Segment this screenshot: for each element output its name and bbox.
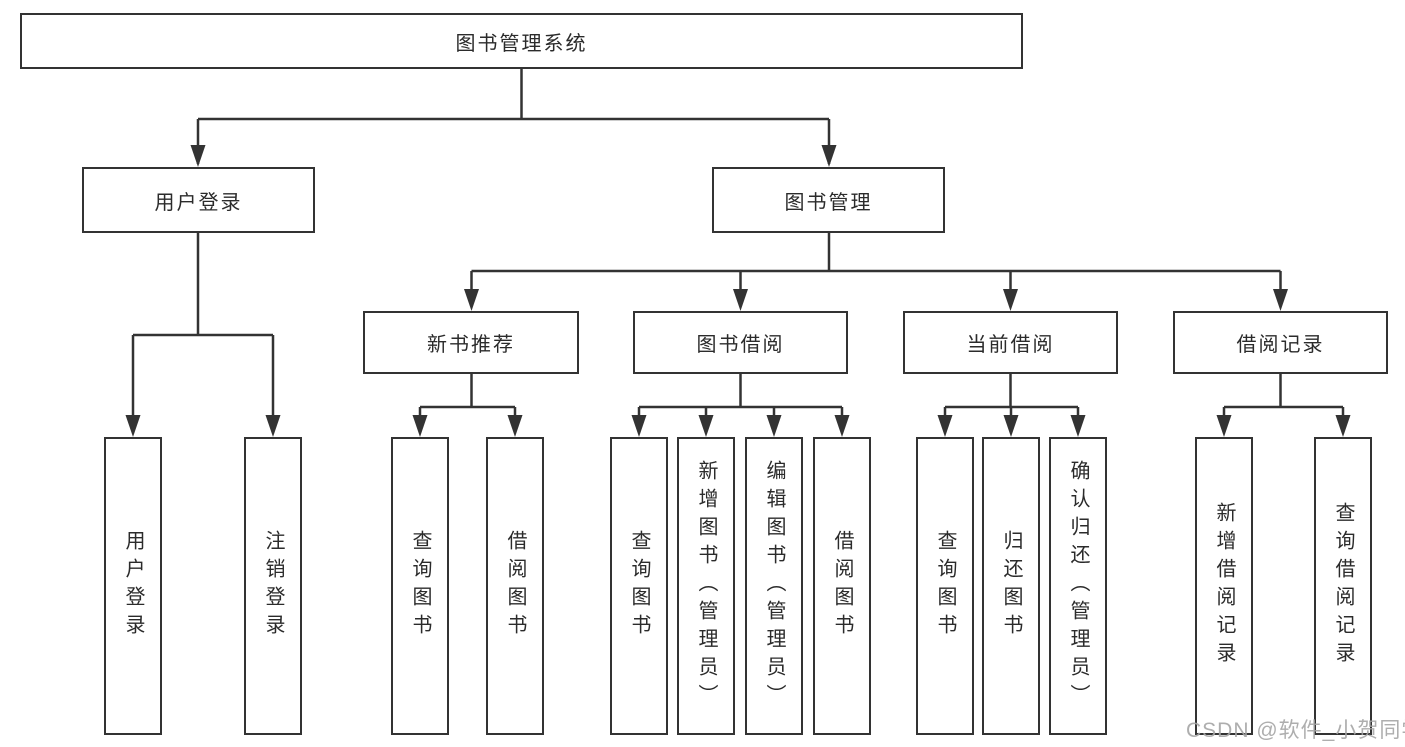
leaf-borrowing-borrow-books-label: 借阅图书 xyxy=(831,530,853,642)
leaf-recommend-query-books-label: 查询图书 xyxy=(409,530,431,642)
leaf-current-confirm-return-admin-label: 确认归还（管理员） xyxy=(1067,460,1089,712)
node-borrowing-records-label: 借阅记录 xyxy=(1236,334,1325,356)
node-book-management-label: 图书管理 xyxy=(784,191,873,214)
node-borrowing-records: 借阅记录 xyxy=(1173,311,1388,374)
leaf-borrowing-add-books-admin: 新增图书（管理员） xyxy=(677,437,735,735)
node-new-book-recommend-label: 新书推荐 xyxy=(427,334,515,356)
leaf-logout-login-label: 注销登录 xyxy=(262,530,284,642)
leaf-recommend-borrow-books: 借阅图书 xyxy=(486,437,544,735)
leaf-borrowing-edit-books-admin-label: 编辑图书（管理员） xyxy=(763,460,785,712)
node-book-borrowing-label: 图书借阅 xyxy=(696,334,785,356)
node-library-system: 图书管理系统 xyxy=(20,13,1023,69)
leaf-current-confirm-return-admin: 确认归还（管理员） xyxy=(1049,437,1107,735)
leaf-current-query-books-label: 查询图书 xyxy=(934,530,956,642)
leaf-recommend-borrow-books-label: 借阅图书 xyxy=(504,530,526,642)
leaf-borrowing-query-books-label: 查询图书 xyxy=(628,530,650,642)
leaf-current-return-books-label: 归还图书 xyxy=(1000,530,1022,642)
node-user-login-label: 用户登录 xyxy=(154,191,243,214)
leaf-user-login-label: 用户登录 xyxy=(122,530,144,642)
node-book-borrowing: 图书借阅 xyxy=(633,311,848,374)
leaf-records-query-borrow-record-label: 查询借阅记录 xyxy=(1332,502,1354,670)
leaf-current-query-books: 查询图书 xyxy=(916,437,974,735)
leaf-current-return-books: 归还图书 xyxy=(982,437,1040,735)
leaf-borrowing-add-books-admin-label: 新增图书（管理员） xyxy=(695,460,717,712)
leaf-logout-login: 注销登录 xyxy=(244,437,302,735)
leaf-borrowing-query-books: 查询图书 xyxy=(610,437,668,735)
node-book-management: 图书管理 xyxy=(712,167,945,233)
leaf-borrowing-edit-books-admin: 编辑图书（管理员） xyxy=(745,437,803,735)
node-library-system-label: 图书管理系统 xyxy=(455,32,588,55)
node-current-borrowing: 当前借阅 xyxy=(903,311,1118,374)
csdn-watermark: CSDN @软件_小贺同学 xyxy=(1186,719,1405,742)
leaf-recommend-query-books: 查询图书 xyxy=(391,437,449,735)
leaf-records-add-borrow-record: 新增借阅记录 xyxy=(1195,437,1253,735)
node-new-book-recommend: 新书推荐 xyxy=(363,311,579,374)
leaf-borrowing-borrow-books: 借阅图书 xyxy=(813,437,871,735)
leaf-user-login: 用户登录 xyxy=(104,437,162,735)
node-user-login: 用户登录 xyxy=(82,167,315,233)
leaf-records-query-borrow-record: 查询借阅记录 xyxy=(1314,437,1372,735)
node-current-borrowing-label: 当前借阅 xyxy=(966,334,1055,356)
leaf-records-add-borrow-record-label: 新增借阅记录 xyxy=(1213,502,1235,670)
